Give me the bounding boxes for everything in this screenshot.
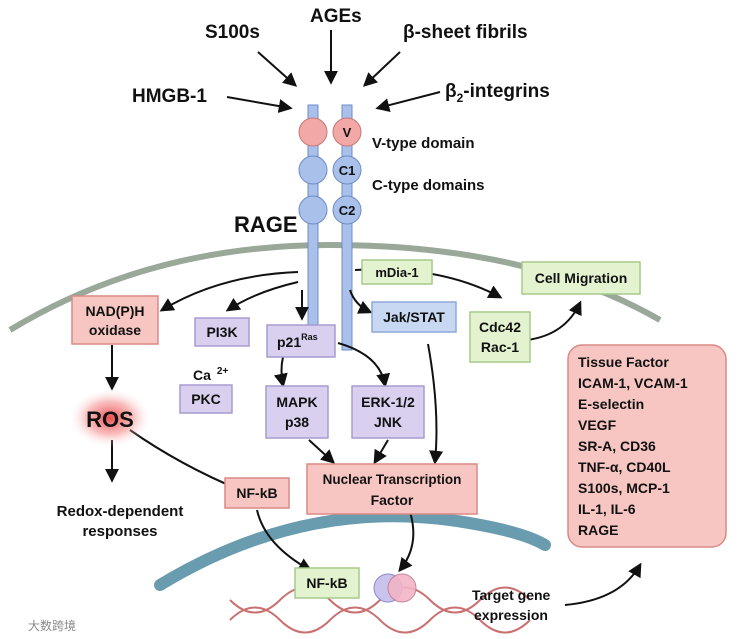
jnk-label: JNK	[374, 414, 402, 430]
p21-ras-label: p21Ras	[277, 332, 318, 350]
rage-left-c2-domain	[298, 195, 328, 225]
rage-left-v-domain	[298, 117, 328, 147]
rage-left-c1-domain	[298, 155, 328, 185]
pkc-box	[179, 384, 233, 414]
cdc42-rac1-box	[469, 311, 531, 363]
cdc42-label: Cdc42	[479, 319, 521, 335]
ros-glow	[68, 388, 152, 448]
target-gene-item: E-selectin	[578, 396, 644, 412]
c-type-domains-label: C-type domains	[372, 177, 485, 194]
rage-c2-domain	[332, 195, 362, 225]
ligand-arrows	[226, 30, 441, 113]
target-gene-line1: Target gene	[472, 587, 551, 603]
cell-migration-label: Cell Migration	[535, 270, 628, 286]
p38-label: p38	[285, 414, 309, 430]
nfkb-cytoplasm-label: NF-kB	[236, 485, 277, 501]
watermark: 大数跨境	[28, 618, 76, 633]
rage-label: RAGE	[234, 212, 298, 237]
pkc-label: PKC	[191, 391, 221, 407]
nfkb-cytoplasm-box	[224, 477, 290, 509]
mdia1-label: mDia-1	[375, 265, 418, 280]
erk-jnk-box	[351, 385, 425, 439]
nadph-oxidase-line2: oxidase	[89, 322, 141, 338]
ligand-s100s: S100s	[205, 22, 260, 43]
redox-responses-line2: responses	[82, 523, 157, 540]
target-gene-item: S100s, MCP-1	[578, 480, 670, 496]
nadph-oxidase-line1: NAD(P)H	[85, 303, 144, 319]
pi3k-box	[194, 317, 250, 347]
target-gene-item: RAGE	[578, 522, 618, 538]
mdia1-box	[361, 259, 433, 285]
target-gene-item: Tissue Factor	[578, 354, 669, 370]
ligand-hmgb1: HMGB-1	[132, 86, 207, 107]
rage-stalk-right	[341, 104, 353, 351]
rage-v-domain	[332, 117, 362, 147]
erk-label: ERK-1/2	[361, 394, 415, 410]
target-genes-panel	[567, 344, 727, 548]
ros-label: ROS	[86, 407, 134, 432]
rage-c1-domain	[332, 155, 362, 185]
v-type-domain-label: V-type domain	[372, 135, 475, 152]
ligand-beta-sheet-fibrils: β-sheet fibrils	[403, 22, 528, 43]
nfkb-nucleus-box	[294, 567, 360, 599]
nuclear-transcription-factor-box	[306, 463, 478, 515]
ligand-ages: AGEs	[310, 6, 362, 27]
nucleus-envelope	[154, 510, 551, 591]
p21-ras-box	[266, 324, 336, 358]
target-gene-item: IL-1, IL-6	[578, 501, 636, 517]
target-gene-line2: expression	[474, 607, 548, 623]
target-gene-item: TNF-α, CD40L	[578, 459, 671, 475]
v-domain-label: V	[343, 125, 352, 140]
nfkb-nucleus-label: NF-kB	[306, 575, 347, 591]
rac1-label: Rac-1	[481, 339, 519, 355]
pi3k-label: PI3K	[206, 324, 237, 340]
target-gene-item: SR-A, CD36	[578, 438, 656, 454]
transcription-complex-pink	[387, 573, 417, 603]
jak-stat-box	[371, 301, 457, 333]
cell-migration-box	[521, 261, 641, 295]
c1-domain-label: C1	[339, 163, 356, 178]
target-gene-item: ICAM-1, VCAM-1	[578, 375, 688, 391]
target-gene-item: VEGF	[578, 417, 617, 433]
target-genes-list: Tissue Factor ICAM-1, VCAM-1 E-selectin …	[578, 354, 688, 538]
c2-domain-label: C2	[339, 203, 356, 218]
ntf-line2: Factor	[371, 492, 414, 508]
ntf-line1: Nuclear Transcription	[323, 472, 462, 487]
redox-responses-line1: Redox-dependent	[57, 503, 184, 520]
ligand-beta2-integrins: β2-integrins	[445, 81, 550, 105]
jak-stat-label: Jak/STAT	[383, 309, 445, 325]
mapk-p38-box	[265, 385, 329, 439]
mapk-label: MAPK	[276, 394, 317, 410]
nadph-oxidase-box	[71, 295, 159, 345]
